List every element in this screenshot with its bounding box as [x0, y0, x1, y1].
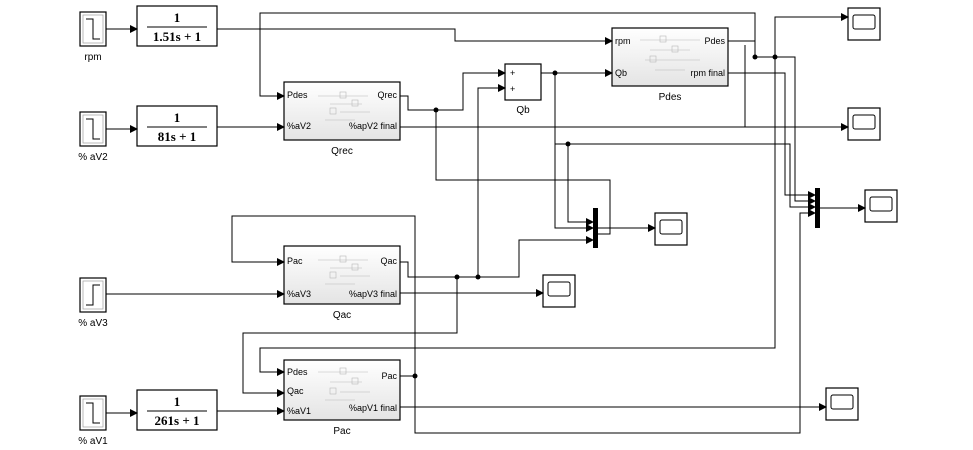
- subsystem-qrec[interactable]: Pdes %aV2 Qrec %apV2 final Qrec: [283, 81, 401, 157]
- scope-screen-icon: [659, 219, 683, 235]
- qac-name: Qac: [333, 310, 351, 321]
- inner-diagram-icon: [318, 367, 370, 401]
- tf-av2-denominator: 81s + 1: [158, 129, 196, 144]
- scope-2[interactable]: [847, 107, 881, 141]
- source-av2[interactable]: % aV2: [78, 111, 108, 163]
- source-rpm-label: rpm: [84, 52, 101, 63]
- scope-screen-icon: [830, 394, 854, 410]
- scope-6[interactable]: [825, 387, 859, 421]
- pac-port-qac: Qac: [287, 386, 304, 396]
- step-up-icon: [86, 284, 100, 306]
- transfer-function-rpm[interactable]: 1 1.51s + 1: [136, 5, 218, 47]
- source-av3-label: % aV3: [78, 318, 108, 329]
- subsystem-pdes[interactable]: rpm Qb Pdes rpm final Pdes: [611, 27, 729, 103]
- qrec-port-apv2: %apV2 final: [349, 121, 397, 131]
- subsystem-pac[interactable]: Pdes Qac %aV1 Pac %apV1 final Pac: [283, 359, 401, 437]
- qac-port-pac: Pac: [287, 256, 303, 266]
- tf-av2-numerator: 1: [174, 110, 181, 125]
- tf-rpm-denominator: 1.51s + 1: [153, 29, 201, 44]
- branch-points: [412, 54, 778, 379]
- inner-diagram-icon: [640, 35, 700, 71]
- pdes-port-rpm-final: rpm final: [690, 68, 725, 78]
- inner-diagram-icon: [318, 255, 370, 285]
- scope-1[interactable]: [847, 7, 881, 41]
- sum-block-name: Qb: [516, 105, 530, 116]
- pac-port-apv1: %apV1 final: [349, 403, 397, 413]
- source-rpm[interactable]: rpm: [79, 11, 107, 63]
- scope-screen-icon: [852, 14, 876, 30]
- pdes-port-pdes: Pdes: [704, 36, 725, 46]
- scope-3[interactable]: [864, 189, 898, 223]
- pac-port-pdes: Pdes: [287, 367, 308, 377]
- sum-block-qb[interactable]: + + Qb: [504, 63, 542, 116]
- scope-4[interactable]: [654, 212, 688, 246]
- qac-port-av3: %aV3: [287, 289, 311, 299]
- pdes-port-qb: Qb: [615, 68, 627, 78]
- sum-sign-2: +: [510, 84, 515, 94]
- subsystem-qac[interactable]: Pac %aV3 Qac %apV3 final Qac: [283, 245, 401, 321]
- pdes-port-rpm: rpm: [615, 36, 631, 46]
- qrec-port-qrec: Qrec: [377, 90, 397, 100]
- tf-av1-denominator: 261s + 1: [155, 413, 200, 428]
- source-av2-label: % aV2: [78, 152, 108, 163]
- qac-port-qac: Qac: [380, 256, 397, 266]
- step-down-icon: [86, 402, 100, 424]
- tf-rpm-numerator: 1: [174, 10, 181, 25]
- pdes-name: Pdes: [659, 92, 682, 103]
- pac-port-pac: Pac: [381, 371, 397, 381]
- pac-name: Pac: [333, 426, 350, 437]
- scope-screen-icon: [869, 196, 893, 212]
- transfer-function-av1[interactable]: 1 261s + 1: [136, 389, 218, 431]
- inner-diagram-icon: [318, 91, 370, 121]
- qrec-port-av2: %aV2: [287, 121, 311, 131]
- source-av1[interactable]: % aV1: [78, 395, 108, 447]
- tf-av1-numerator: 1: [174, 394, 181, 409]
- source-av3[interactable]: % aV3: [78, 277, 108, 329]
- qrec-port-pdes: Pdes: [287, 90, 308, 100]
- mux-block-2[interactable]: [815, 188, 820, 228]
- transfer-function-av2[interactable]: 1 81s + 1: [136, 105, 218, 147]
- scope-screen-icon: [547, 281, 571, 297]
- sum-sign-1: +: [510, 68, 515, 78]
- qac-port-apv3: %apV3 final: [349, 289, 397, 299]
- step-down-icon: [86, 118, 100, 140]
- signal-lines: [106, 12, 866, 434]
- mux-block-1[interactable]: [593, 208, 598, 248]
- scope-5[interactable]: [542, 274, 576, 308]
- qrec-name: Qrec: [331, 146, 353, 157]
- source-av1-label: % aV1: [78, 436, 108, 447]
- pac-port-av1: %aV1: [287, 406, 311, 416]
- step-down-icon: [86, 18, 100, 40]
- scope-screen-icon: [852, 114, 876, 130]
